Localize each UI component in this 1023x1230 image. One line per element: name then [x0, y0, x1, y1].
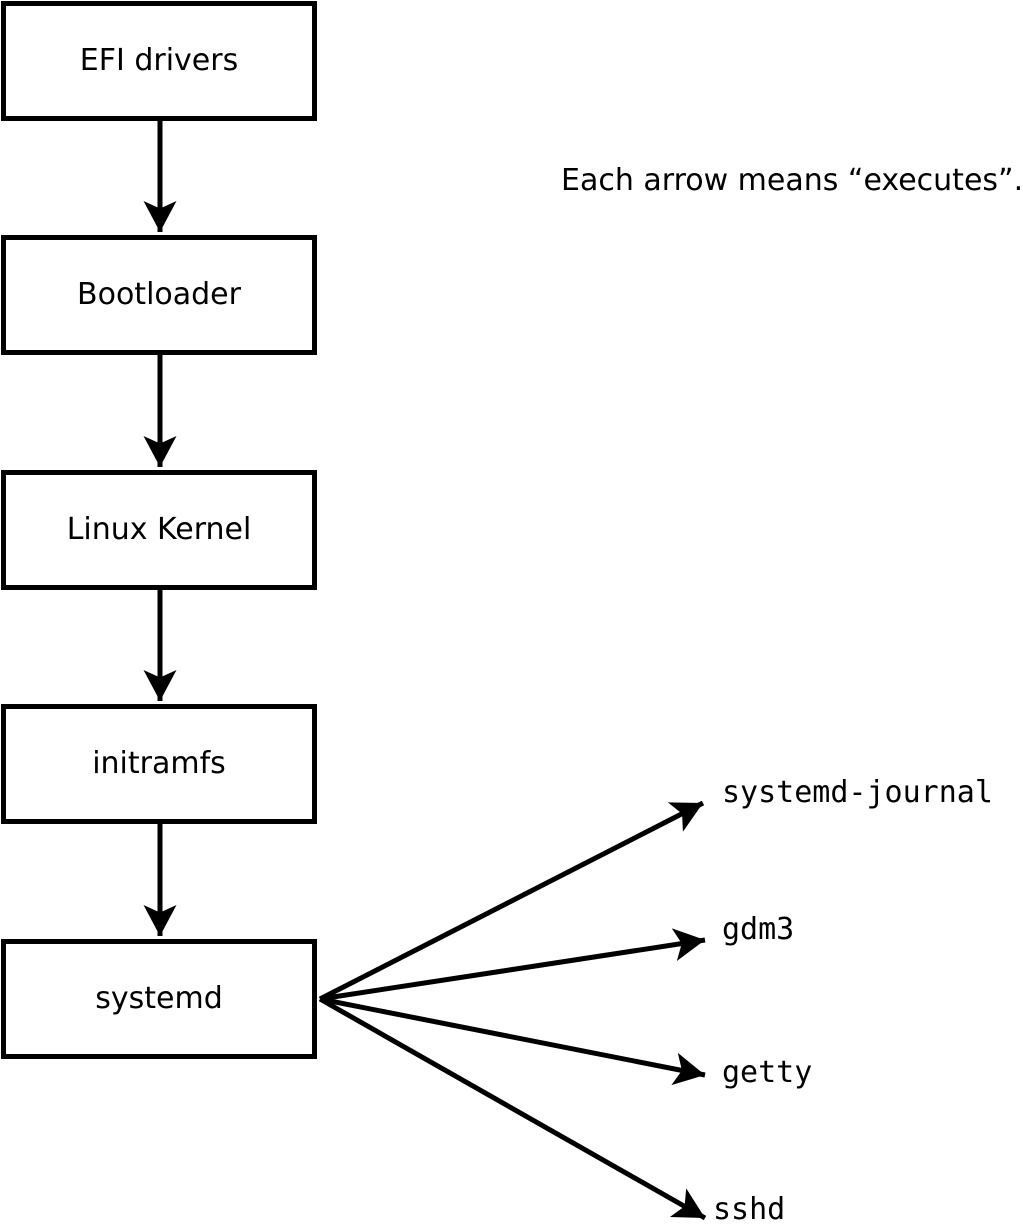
- process-label-getty: getty: [722, 1055, 813, 1090]
- arrow-systemd-to-sshd: [318, 996, 707, 1221]
- flow-box-label: systemd: [95, 981, 223, 1016]
- flow-box-label: Bootloader: [77, 277, 241, 312]
- arrow-systemd-to-gdm3: [319, 928, 706, 1002]
- arrow-meaning-caption: Each arrow means “executes”.: [561, 163, 1023, 198]
- process-label-systemd-journal: systemd-journal: [722, 775, 993, 810]
- flow-box-efi-drivers: EFI drivers: [1, 1, 317, 121]
- flow-box-systemd: systemd: [1, 939, 317, 1059]
- flow-box-label: EFI drivers: [79, 43, 239, 78]
- flow-box-bootloader: Bootloader: [1, 235, 317, 355]
- process-label-sshd: sshd: [713, 1192, 786, 1227]
- flow-box-linux-kernel: Linux Kernel: [1, 470, 317, 590]
- arrow-systemd-to-getty: [319, 996, 706, 1086]
- flow-box-label: initramfs: [92, 746, 226, 781]
- flow-box-initramfs: initramfs: [1, 704, 317, 824]
- flow-box-label: Linux Kernel: [66, 512, 252, 547]
- arrow-systemd-to-systemd-journal: [318, 800, 705, 1002]
- process-label-gdm3: gdm3: [722, 912, 795, 947]
